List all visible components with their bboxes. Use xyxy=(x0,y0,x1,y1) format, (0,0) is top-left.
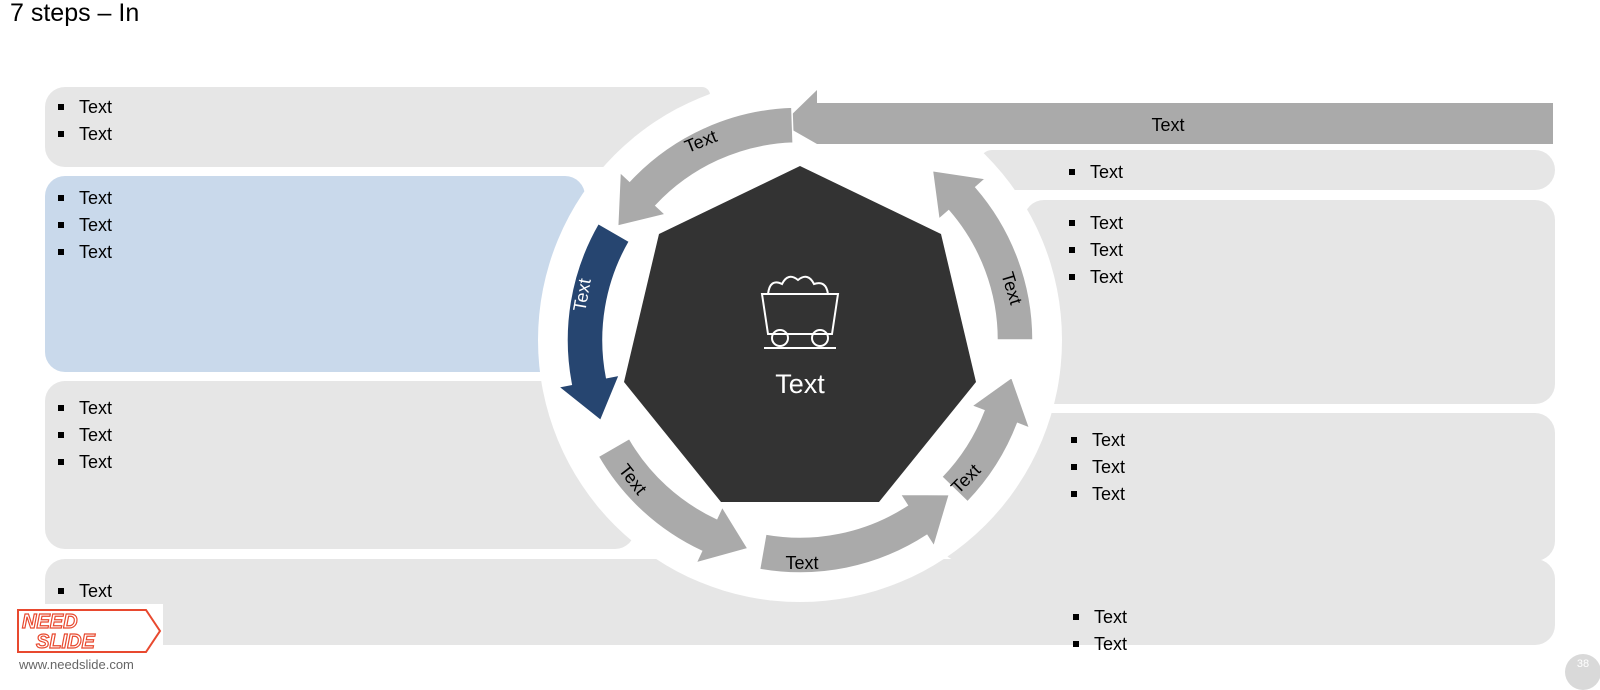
panel-right-top xyxy=(980,150,1555,190)
list-item: Text xyxy=(1070,481,1125,508)
list-item: Text xyxy=(57,395,112,422)
panel-left-low xyxy=(45,381,635,549)
list-item: Text xyxy=(1068,159,1123,186)
step-label-4: Text xyxy=(785,553,818,573)
banner-arrow xyxy=(782,90,1553,144)
slide-number: 38 xyxy=(1565,654,1600,690)
page-title: 7 steps – In xyxy=(10,0,140,27)
cycle-arrows xyxy=(556,106,1034,574)
list-bottom-left: Text xyxy=(57,578,112,605)
list-left-mid: Text Text Text xyxy=(57,185,112,266)
list-item: Text xyxy=(1070,427,1125,454)
needslide-logo: NEED SLIDE xyxy=(8,604,163,686)
cycle-arrow-6 xyxy=(931,169,1034,341)
mine-cart-icon xyxy=(760,275,840,349)
logo-text-need: NEED xyxy=(22,611,78,633)
list-item: Text xyxy=(1070,454,1125,481)
list-right-top: Text xyxy=(1068,159,1123,186)
panel-left-top xyxy=(45,87,710,167)
list-left-top: Text Text xyxy=(57,94,112,148)
cycle-arrow-5 xyxy=(940,376,1031,503)
list-item: Text xyxy=(1072,604,1127,631)
cycle-arrow-1 xyxy=(616,106,794,228)
cycle-arrow-2 xyxy=(556,222,631,422)
panel-left-mid-active xyxy=(45,176,585,372)
list-item: Text xyxy=(57,449,112,476)
list-item: Text xyxy=(57,121,112,148)
list-item: Text xyxy=(57,422,112,449)
list-item: Text xyxy=(57,212,112,239)
list-left-low: Text Text Text xyxy=(57,395,112,476)
list-right-mid: Text Text Text xyxy=(1068,210,1123,291)
list-item: Text xyxy=(57,239,112,266)
center-label: Text xyxy=(775,369,825,399)
list-item: Text xyxy=(1068,237,1123,264)
panel-right-mid xyxy=(1024,200,1555,404)
list-bottom-right: Text Text xyxy=(1072,604,1127,658)
cycle-arrow-3 xyxy=(597,437,750,565)
logo-text-slide: SLIDE xyxy=(36,631,96,653)
list-item: Text xyxy=(57,185,112,212)
list-right-low: Text Text Text xyxy=(1070,427,1125,508)
list-item: Text xyxy=(1072,631,1127,658)
list-item: Text xyxy=(1068,210,1123,237)
footer-url[interactable]: www.needslide.com xyxy=(19,657,134,672)
list-item: Text xyxy=(57,94,112,121)
cycle-arrow-4 xyxy=(758,493,951,574)
banner-label: Text xyxy=(1151,115,1184,135)
list-item: Text xyxy=(1068,264,1123,291)
list-item: Text xyxy=(57,578,112,605)
